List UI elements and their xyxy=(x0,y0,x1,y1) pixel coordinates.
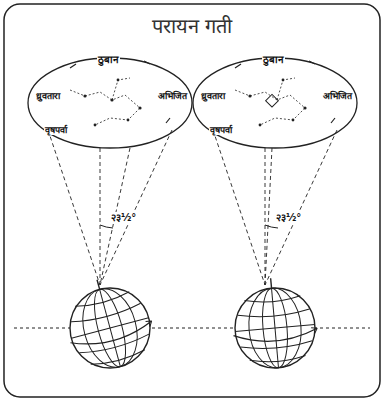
star-label: ठुबान xyxy=(262,54,285,66)
star-label: ध्रुवतारा xyxy=(200,91,226,101)
angle-label: २३½° xyxy=(110,212,137,224)
star-label: अभिजित xyxy=(322,91,353,101)
star-label: अभिजित xyxy=(157,91,188,101)
star-label: ठुबान xyxy=(97,54,120,66)
star-label: ध्रुवतारा xyxy=(35,91,61,101)
angle-label: २३½° xyxy=(275,212,302,224)
star-label: वृषपर्वा xyxy=(44,125,68,135)
title: परायन गती xyxy=(152,14,232,38)
star-label: वृषपर्वा xyxy=(209,125,233,135)
